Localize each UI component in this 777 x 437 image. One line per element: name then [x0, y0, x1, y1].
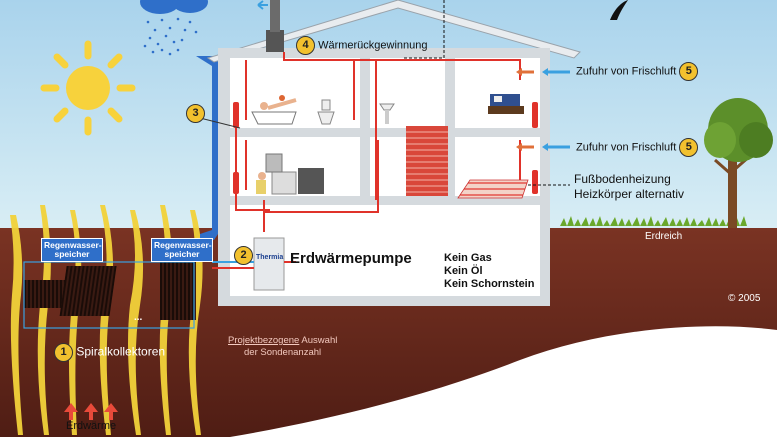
bathtub-icon	[251, 95, 297, 125]
ventilation-unit	[266, 30, 284, 52]
badge-5-top: 5	[679, 62, 699, 81]
label-earth-heat: Erdwärme	[66, 420, 117, 432]
label-fresh-air-top: Zufuhr von Frischluft 5	[576, 62, 699, 81]
ellipsis: ...	[134, 312, 143, 323]
radiator	[532, 170, 538, 194]
badge-5-mid: 5	[679, 138, 699, 157]
exhaust-arrow-icon	[257, 0, 268, 10]
badge-2-wrap: 2	[234, 246, 253, 265]
grass	[560, 216, 747, 226]
label-no-fuel: Kein Gas Kein Öl Kein Schornstein	[444, 252, 535, 290]
label-fresh-air-mid: Zufuhr von Frischluft 5	[576, 138, 699, 157]
bird-icon	[610, 0, 628, 20]
radiator	[233, 102, 239, 128]
vent-pipe	[270, 0, 280, 32]
label-heat-recovery: 4 Wärmerückgewinnung	[296, 36, 428, 55]
floor-heating	[457, 179, 529, 199]
rainwater-tank-left: Regenwasser- speicher	[41, 238, 103, 262]
badge-3-wrap: 3	[186, 104, 205, 123]
collector-loop	[23, 261, 195, 329]
sun-icon	[40, 40, 136, 136]
copyright: © 2005	[728, 293, 761, 304]
radiator	[532, 102, 538, 128]
badge-1: 1	[54, 343, 73, 362]
washbasin-icon	[379, 103, 395, 124]
kitchen-icon	[256, 153, 324, 195]
label-spiral-collectors: 1 Spiralkollektoren	[54, 343, 165, 362]
pump-brand: Thermia	[256, 254, 284, 261]
earth-heat-arrows-icon	[64, 403, 118, 420]
probe-link[interactable]: Projektbezogene	[228, 335, 300, 346]
heat-pump-unit	[253, 237, 285, 291]
label-heat-pump: Erdwärmepumpe	[290, 250, 412, 267]
badge-2: 2	[234, 246, 253, 265]
bed-icon	[488, 94, 524, 114]
label-ground: Erdreich	[645, 231, 683, 242]
tree-icon	[704, 98, 773, 228]
rain-cloud-icon	[140, 0, 208, 56]
toilet-icon	[317, 99, 335, 125]
label-floor-heating: Fußbodenheizung Heizkörper alternativ	[574, 172, 685, 201]
rainwater-tank-right: Regenwasser- speicher	[151, 238, 213, 262]
badge-3: 3	[186, 104, 205, 123]
coil-bundle-right	[160, 262, 196, 320]
label-probe-selection: Projektbezogene Auswahl der Sondenanzahl	[228, 335, 338, 358]
radiator	[233, 172, 239, 194]
coil-bundle-middle	[59, 266, 117, 316]
badge-4: 4	[296, 36, 315, 55]
